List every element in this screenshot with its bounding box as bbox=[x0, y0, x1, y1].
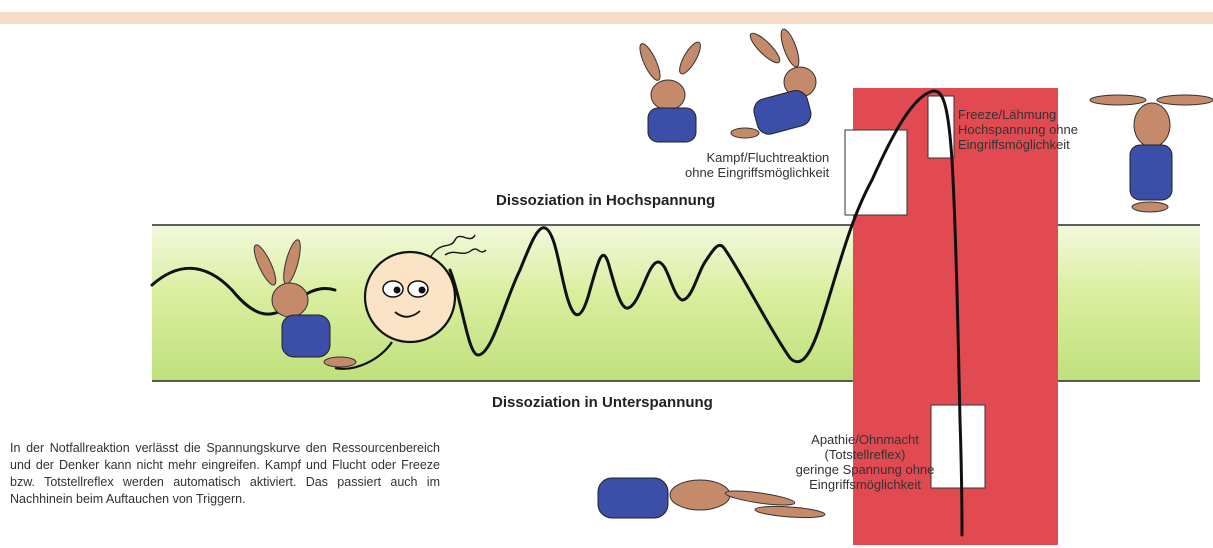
high-dissociation-title: Dissoziation in Hochspannung bbox=[496, 192, 715, 209]
fight-flight-line-1: Kampf/Fluchtreaktion bbox=[685, 150, 829, 165]
freeze-line-3: Eingriffsmöglichkeit bbox=[958, 137, 1078, 152]
rabbit-worried bbox=[636, 39, 704, 142]
freeze-line-2: Hochspannung ohne bbox=[958, 122, 1078, 137]
apathy-label: Apathie/Ohnmacht (Totstellreflex) gering… bbox=[785, 432, 945, 492]
apathy-line-2: (Totstellreflex) bbox=[785, 447, 945, 462]
fight-flight-label: Kampf/Fluchtreaktion ohne Eingriffsmögli… bbox=[685, 150, 829, 180]
apathy-line-1: Apathie/Ohnmacht bbox=[785, 432, 945, 447]
freeze-line-1: Freeze/Lähmung bbox=[958, 107, 1078, 122]
rabbit-fleeing bbox=[731, 27, 816, 138]
caption-text: In der Notfallreaktion verlässt die Span… bbox=[10, 440, 440, 508]
fight-flight-line-2: ohne Eingriffsmöglichkeit bbox=[685, 165, 829, 180]
apathy-line-3: geringe Spannung ohne bbox=[785, 462, 945, 477]
rabbit-frozen bbox=[1090, 95, 1213, 212]
low-dissociation-title: Dissoziation in Unterspannung bbox=[492, 394, 713, 411]
apathy-line-4: Eingriffsmöglichkeit bbox=[785, 477, 945, 492]
freeze-label: Freeze/Lähmung Hochspannung ohne Eingrif… bbox=[958, 107, 1078, 152]
